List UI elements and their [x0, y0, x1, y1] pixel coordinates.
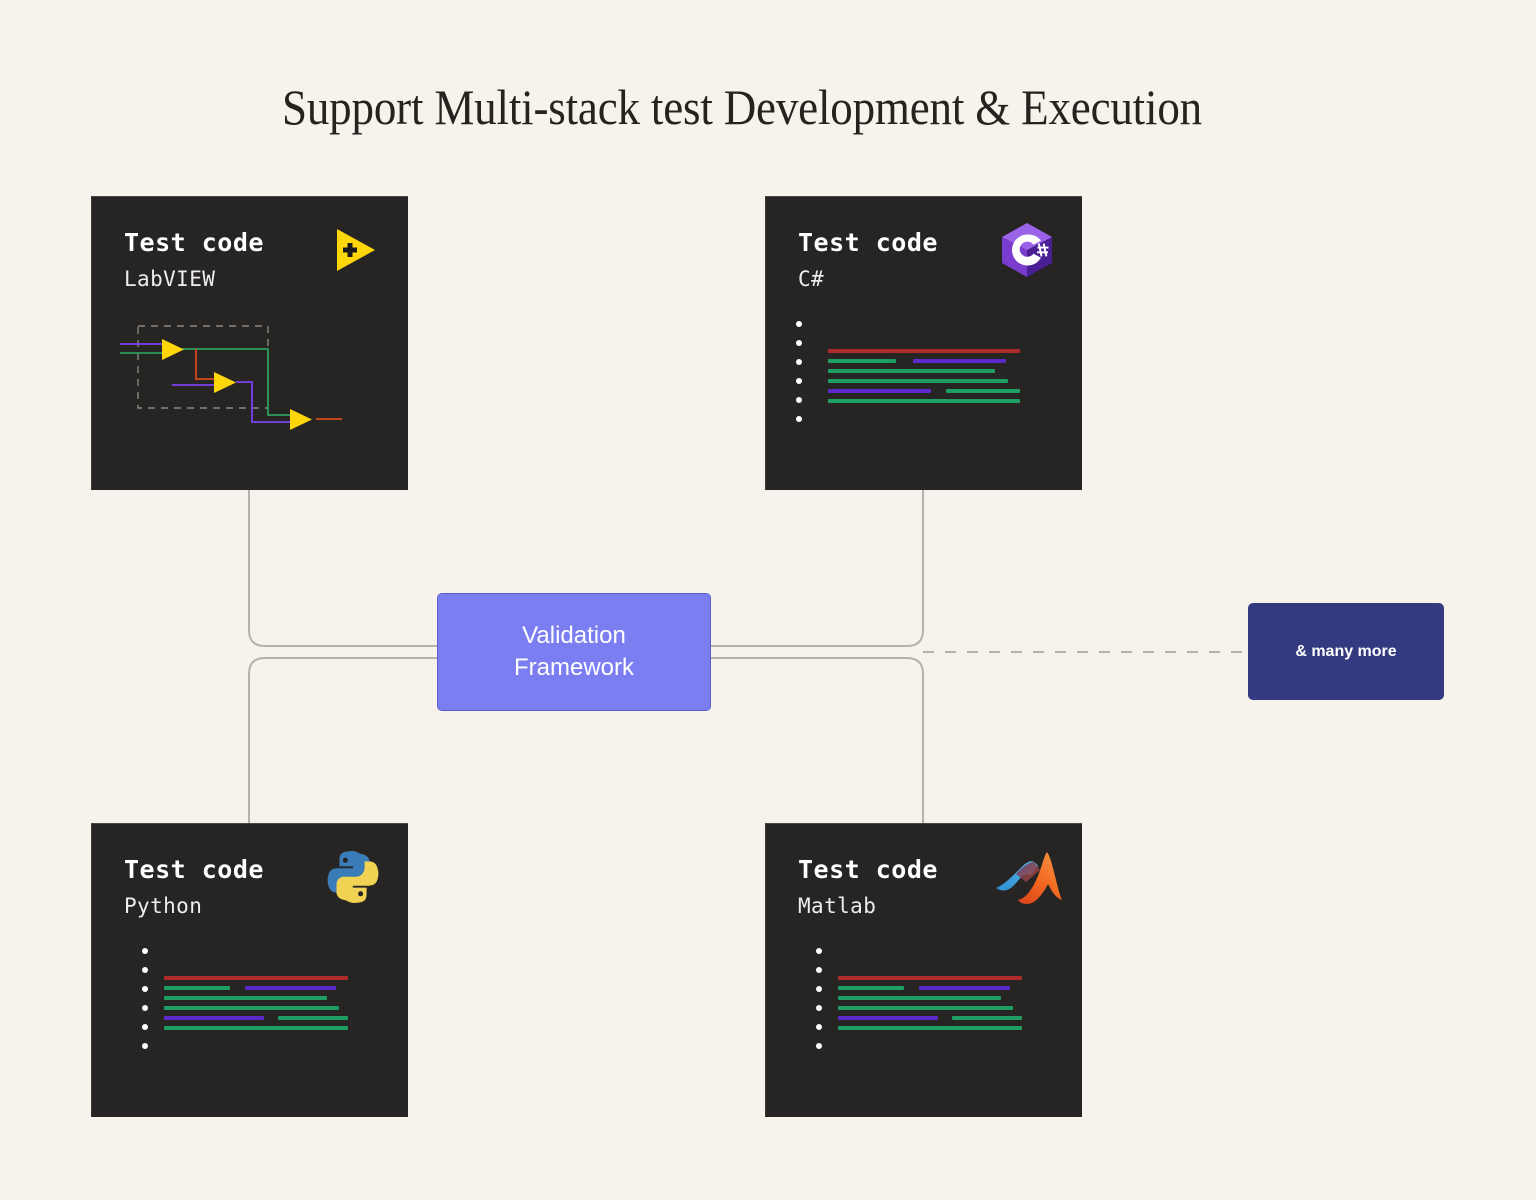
bullet [796, 340, 802, 346]
code-line [952, 1016, 1022, 1020]
connector-matlab-to-validation [711, 657, 924, 823]
card-matlab-code-mock [816, 948, 1046, 1078]
card-matlab-heading: Test code Matlab [798, 857, 938, 917]
card-labview-heading: Test code LabVIEW [124, 230, 264, 290]
code-line [838, 996, 1001, 1000]
card-csharp-title: Test code [798, 228, 938, 257]
card-labview[interactable]: Test code LabVIEW [91, 196, 408, 490]
card-csharp-code-mock [796, 321, 1026, 451]
bullet [142, 967, 148, 973]
code-line [164, 976, 348, 980]
card-csharp-language: C# [798, 267, 825, 291]
code-line [164, 1026, 348, 1030]
card-python-heading: Test code Python [124, 857, 264, 917]
code-line [828, 369, 995, 373]
validation-framework-node[interactable]: Validation Framework [437, 593, 711, 711]
matlab-logo [996, 852, 1062, 904]
csharp-logo [1002, 223, 1052, 277]
bullet [142, 1043, 148, 1049]
labview-logo [337, 229, 375, 271]
bullet [796, 321, 802, 327]
code-line [245, 986, 336, 990]
bullet [796, 359, 802, 365]
bullet [816, 1043, 822, 1049]
bullet [816, 1024, 822, 1030]
code-line [828, 359, 896, 363]
card-matlab-language: Matlab [798, 894, 877, 918]
code-line [278, 1016, 348, 1020]
bullet [142, 948, 148, 954]
code-line [164, 996, 327, 1000]
code-line [919, 986, 1010, 990]
validation-framework-line2: Framework [513, 654, 634, 681]
card-labview-language: LabVIEW [124, 267, 216, 291]
bullet [816, 986, 822, 992]
bullet [796, 416, 802, 422]
code-line [838, 986, 904, 990]
code-line [838, 1006, 1013, 1010]
card-matlab[interactable]: Test code Matlab [765, 823, 1082, 1117]
labview-block-diagram [120, 325, 342, 430]
code-line [164, 986, 230, 990]
code-line [164, 1006, 339, 1010]
code-line [828, 399, 1020, 403]
card-labview-title: Test code [124, 228, 264, 257]
card-python-language: Python [124, 894, 203, 918]
code-line [828, 389, 931, 393]
validation-framework-line1: Validation [522, 621, 626, 649]
code-line [913, 359, 1006, 363]
bullet [796, 397, 802, 403]
card-matlab-title: Test code [798, 855, 938, 884]
code-line [828, 379, 1008, 383]
card-python[interactable]: Test code Python [91, 823, 408, 1117]
connector-labview-to-validation [248, 490, 437, 647]
card-python-title: Test code [124, 855, 264, 884]
many-more-node[interactable]: & many more [1248, 603, 1444, 700]
python-logo [327, 851, 379, 903]
bullet [796, 378, 802, 384]
card-csharp[interactable]: Test code C# [765, 196, 1082, 490]
code-line [838, 1026, 1022, 1030]
page-title: Support Multi-stack test Development & E… [282, 79, 1202, 135]
code-line [946, 389, 1020, 393]
bullet [142, 1005, 148, 1011]
connector-csharp-to-validation [711, 490, 924, 647]
code-line [838, 1016, 938, 1020]
bullet [816, 967, 822, 973]
many-more-label: & many more [1295, 642, 1397, 660]
bullet [142, 986, 148, 992]
code-line [164, 1016, 264, 1020]
code-line [828, 349, 1020, 353]
bullet [816, 1005, 822, 1011]
card-csharp-heading: Test code C# [798, 230, 938, 290]
bullet [142, 1024, 148, 1030]
card-python-code-mock [142, 948, 372, 1078]
code-line [838, 976, 1022, 980]
connector-python-to-validation [248, 657, 437, 823]
bullet [816, 948, 822, 954]
